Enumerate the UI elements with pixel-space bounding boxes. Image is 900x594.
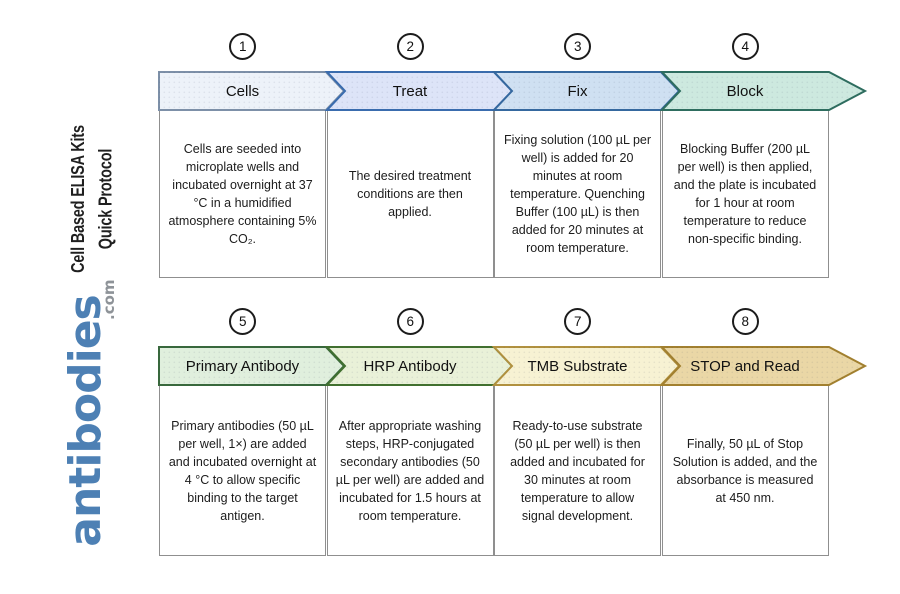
step-label: HRP Antibody	[363, 357, 457, 375]
step-description: Blocking Buffer (200 µL per well) is the…	[673, 142, 817, 246]
step-label: TMB Substrate	[527, 357, 628, 375]
step-label: Treat	[392, 82, 428, 100]
step-number-badge: 8	[731, 308, 759, 335]
step-number-badge: 6	[396, 308, 424, 335]
step-label: STOP and Read	[690, 357, 800, 375]
step-label: Block	[726, 82, 764, 100]
step-arrow-icon	[659, 71, 867, 111]
step-description-box: Fixing solution (100 µL per well) is add…	[494, 110, 661, 278]
step-description-box: Finally, 50 µL of Stop Solution is added…	[661, 385, 829, 556]
step-number-badge: 5	[229, 308, 257, 335]
step-number-badge: 3	[564, 33, 592, 60]
step-description: Finally, 50 µL of Stop Solution is added…	[672, 436, 818, 505]
brand-logo-text: antibodies	[60, 295, 111, 547]
step-number-badge: 7	[564, 308, 592, 335]
step-label: Primary Antibody	[185, 357, 300, 375]
step-description: After appropriate washing steps, HRP-con…	[335, 418, 485, 523]
step-number-badge: 4	[731, 33, 759, 60]
step-arrow-icon	[158, 71, 346, 111]
step-description: Fixing solution (100 µL per well) is add…	[503, 133, 652, 255]
step-arrow-icon	[158, 346, 346, 386]
step-arrow-icon	[491, 71, 681, 111]
step-arrow-icon	[659, 346, 867, 386]
step-label: Fix	[567, 82, 588, 100]
step-description: Cells are seeded into microplate wells a…	[168, 142, 317, 246]
brand-logo: antibodies .com	[58, 271, 118, 571]
step-description-box: Ready-to-use substrate (50 µL per well) …	[494, 385, 661, 556]
step-description: The desired treatment conditions are the…	[348, 169, 472, 219]
step-description: Ready-to-use substrate (50 µL per well) …	[510, 418, 645, 523]
step-label: Cells	[225, 82, 260, 100]
step-arrow-icon	[324, 346, 513, 386]
step-number-badge: 2	[396, 33, 424, 60]
step-description-box: Cells are seeded into microplate wells a…	[159, 110, 326, 278]
step-description-box: The desired treatment conditions are the…	[326, 110, 494, 278]
step-number-badge: 1	[229, 33, 257, 60]
step-description-box: After appropriate washing steps, HRP-con…	[326, 385, 494, 556]
step-description-box: Blocking Buffer (200 µL per well) is the…	[661, 110, 829, 278]
step-description-box: Primary antibodies (50 µL per well, 1×) …	[159, 385, 326, 556]
step-description: Primary antibodies (50 µL per well, 1×) …	[168, 418, 317, 523]
step-arrow-icon	[324, 71, 513, 111]
brand-logo-domain-suffix: .com	[100, 279, 118, 320]
